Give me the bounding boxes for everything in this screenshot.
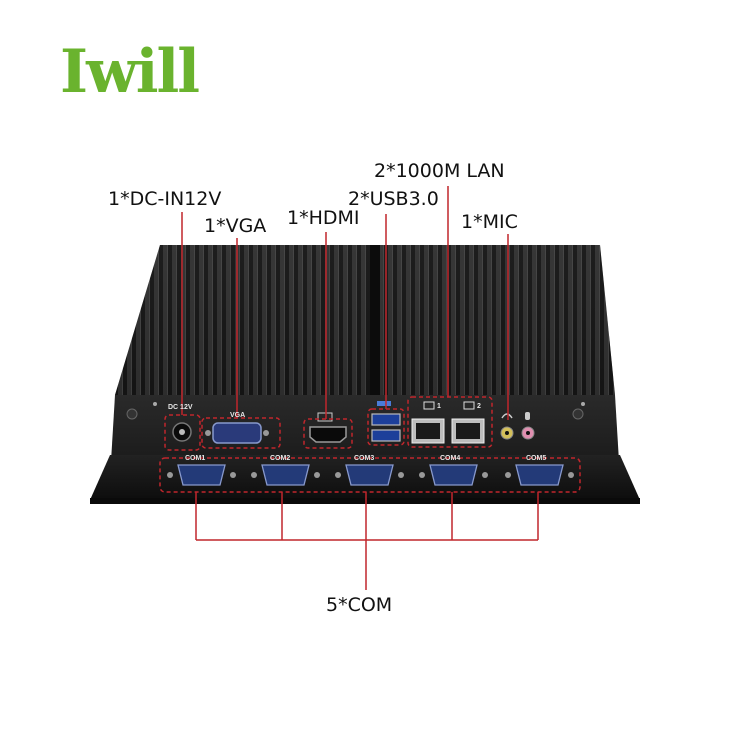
callout-mic: 1*MIC	[461, 211, 518, 233]
label-com2: COM2	[270, 455, 291, 462]
label-vga: VGA	[230, 412, 246, 419]
label-com1: COM1	[185, 455, 206, 462]
callout-lan: 2*1000M LAN	[374, 160, 505, 182]
hdmi-highlight-box	[303, 418, 353, 449]
lan-highlight-box	[407, 396, 493, 448]
vga-port	[205, 422, 269, 444]
heatsink	[115, 245, 615, 395]
leader-lines	[181, 186, 539, 590]
com-port-3	[335, 464, 404, 486]
label-lan2: 2	[477, 403, 481, 410]
label-dc: DC 12V	[168, 404, 193, 411]
iwill-logo: Iwill	[30, 18, 200, 102]
audio-jacks	[500, 412, 535, 440]
label-lan1: 1	[437, 403, 441, 410]
screw-left	[126, 408, 138, 420]
usb-ports	[371, 401, 401, 442]
label-com3: COM3	[354, 455, 375, 462]
dc-highlight-box	[164, 414, 201, 451]
label-com5: COM5	[526, 455, 547, 462]
callout-hdmi: 1*HDMI	[287, 207, 360, 229]
callout-usb: 2*USB3.0	[348, 188, 439, 210]
label-com4: COM4	[440, 455, 461, 462]
vga-highlight-box	[201, 417, 281, 449]
front-panel	[90, 395, 640, 504]
com-highlight-box	[159, 457, 581, 493]
logo-text: Iwill	[60, 37, 200, 107]
dc-jack	[172, 422, 192, 442]
screw-right	[572, 408, 584, 420]
com-port-2	[251, 464, 320, 486]
hdmi-port	[309, 412, 347, 443]
com-ports	[167, 464, 574, 486]
com-port-1	[167, 464, 236, 486]
callout-vga: 1*VGA	[204, 215, 267, 237]
com-port-5	[505, 464, 574, 486]
callout-com: 5*COM	[326, 594, 393, 616]
lan-ports	[411, 401, 485, 444]
com-port-4	[419, 464, 488, 486]
wifi-hole-left	[153, 402, 157, 406]
callout-dc-in: 1*DC-IN12V	[108, 188, 222, 210]
wifi-hole-right	[581, 402, 585, 406]
